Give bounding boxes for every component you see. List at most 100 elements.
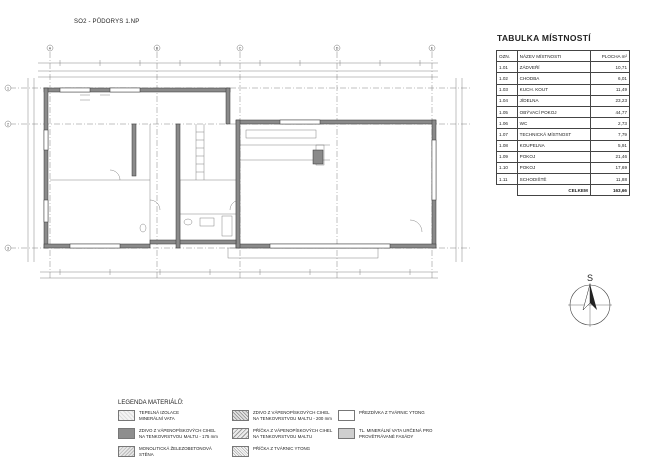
legend-line1: PŘÍČKA Z VÁPENOPÍSKOVÝCH CIHEL	[253, 428, 333, 433]
legend-text: PŘEZDÍVKA Z TVÁRNIC YTONG	[359, 410, 425, 416]
legend-line1: MONOLITICKÁ ŽELEZOBETONOVÁ	[139, 446, 212, 451]
legend-text: PŘÍČKA Z TVÁRNIC YTONG	[253, 446, 310, 452]
room-area: 6,01	[589, 72, 631, 85]
legend-line2: MINERÁLNÍ VATA	[139, 416, 175, 421]
legend-swatch	[118, 410, 135, 421]
room-name: JÍDELNA	[516, 94, 591, 107]
room-name: TECHNICKÁ MÍSTNOST	[516, 128, 591, 141]
room-table-header: OZN. NÁZEV MÍSTNOSTI PLOCHA m²	[496, 49, 631, 63]
legend-line2: NA TENKOVRSTVOU MALTU - 200 mm	[253, 416, 332, 421]
legend-line2: PROVĚTRÁVANÉ FASÁDY	[359, 434, 414, 439]
total-label: CELKEM	[516, 184, 591, 197]
room-area: 5,91	[589, 139, 631, 152]
room-name: ZÁDVEŘÍ	[516, 61, 591, 74]
room-code: 1.10	[496, 161, 518, 175]
room-name: POKOJ	[516, 161, 591, 175]
room-table-total: CELKEM 163,66	[496, 184, 631, 197]
room-code: 1.04	[496, 94, 518, 107]
room-area: 7,79	[589, 128, 631, 141]
legend-swatch	[232, 428, 249, 439]
legend-line1: TEPELNÁ IZOLACE	[139, 410, 180, 415]
legend-item: PŘEZDÍVKA Z TVÁRNIC YTONG	[338, 410, 443, 421]
total-value: 163,66	[589, 184, 631, 197]
axis-label-1: 1	[7, 86, 9, 90]
axis-label-c: C	[239, 46, 242, 50]
north-label: S	[587, 273, 593, 283]
north-arrow-icon	[568, 283, 612, 327]
room-name: CHODBA	[516, 72, 591, 85]
room-area: 11,88	[589, 173, 631, 186]
legend-item: PŘÍČKA Z TVÁRNIC YTONG	[232, 446, 337, 457]
room-name: OBÝVACÍ POKOJ	[516, 105, 591, 119]
legend-title: LEGENDA MATERIÁLŮ:	[118, 400, 184, 406]
legend-swatch	[232, 410, 249, 421]
header-area: PLOCHA m²	[589, 49, 631, 63]
room-name: SCHODIŠTĚ	[516, 173, 591, 186]
legend-line1: TL. MINERÁLNÍ VATA URČENÁ PRO	[359, 428, 433, 433]
room-area: 44,77	[589, 105, 631, 119]
room-code: 1.03	[496, 83, 518, 96]
axis-label-3: 3	[7, 246, 9, 250]
room-name: WC	[516, 117, 591, 130]
room-code: 1.11	[496, 173, 518, 186]
header-code: OZN.	[496, 49, 518, 63]
legend-swatch	[118, 428, 135, 439]
room-area: 2,73	[589, 117, 631, 130]
room-code: 1.02	[496, 72, 518, 85]
legend-line1: PŘÍČKA Z TVÁRNIC YTONG	[253, 446, 311, 451]
legend-swatch	[338, 410, 355, 421]
axis-label-e: E	[431, 46, 434, 50]
room-area: 11,49	[589, 83, 631, 96]
room-code: 1.07	[496, 128, 518, 141]
legend-line1: ZDIVO Z VÁPENOPÍSKOVÝCH CIHEL	[253, 410, 330, 415]
room-area: 10,71	[589, 61, 631, 74]
drawing-title: SO2 - PŮDORYS 1.NP	[74, 19, 140, 25]
room-code: 1.06	[496, 117, 518, 130]
room-area: 23,23	[589, 94, 631, 107]
room-name: KUCH. KOUT	[516, 83, 591, 96]
header-name: NÁZEV MÍSTNOSTI	[516, 49, 591, 63]
room-code: 1.08	[496, 139, 518, 152]
legend-line1: PŘEZDÍVKA Z TVÁRNIC YTONG	[359, 410, 425, 415]
room-code: 1.09	[496, 150, 518, 163]
room-code: 1.01	[496, 61, 518, 74]
axis-label-a: A	[49, 46, 52, 50]
legend-swatch	[338, 428, 355, 439]
room-code: 1.05	[496, 105, 518, 119]
room-area: 21,46	[589, 150, 631, 163]
legend-line2: NA TENKOVRSTVOU MALTU	[253, 434, 313, 439]
legend-swatch	[118, 446, 135, 457]
axis-label-b: B	[156, 46, 159, 50]
room-name: POKOJ	[516, 150, 591, 163]
room-name: KOUPELNA	[516, 139, 591, 152]
axis-label-d: D	[336, 46, 339, 50]
legend-line2: STĚNA	[139, 452, 154, 457]
room-table-title: TABULKA MÍSTNOSTÍ	[497, 33, 591, 43]
